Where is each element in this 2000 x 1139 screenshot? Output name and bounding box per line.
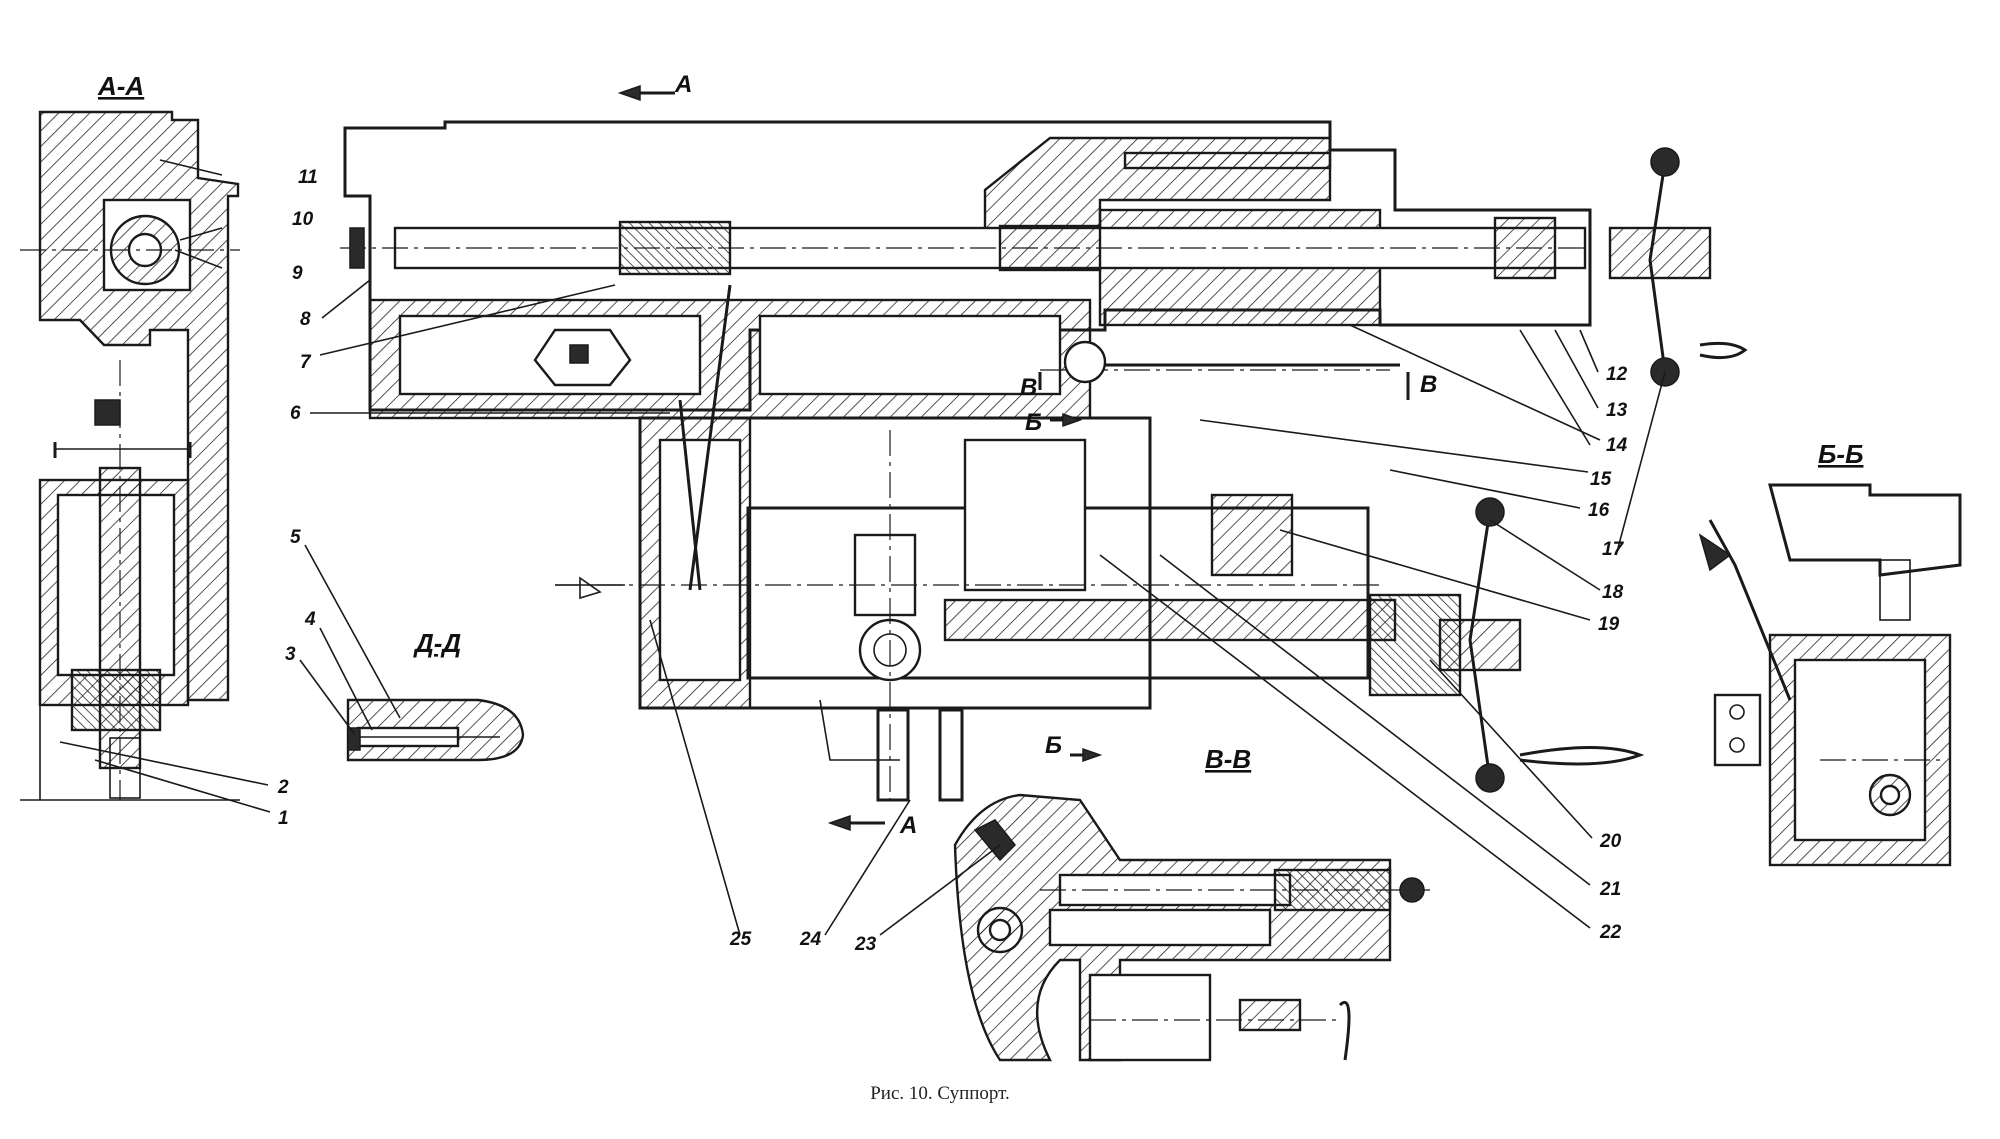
callout-16: 16	[1588, 500, 1610, 521]
callout-8: 8	[300, 309, 311, 330]
section-title-a-a: А-А	[97, 71, 144, 101]
callout-5: 5	[290, 527, 301, 548]
callout-19: 19	[1598, 614, 1620, 635]
callout-11: 11	[298, 167, 318, 188]
callout-20: 20	[1599, 831, 1622, 852]
callout-6: 6	[290, 403, 301, 424]
callout-2: 2	[277, 777, 289, 798]
callout-12: 12	[1606, 364, 1628, 385]
callout-17: 17	[1602, 539, 1625, 560]
section-marker-v-right: В	[1420, 371, 1437, 398]
figure-caption-text: Рис. 10. Суппорт.	[870, 1083, 1010, 1104]
section-v-v-view: В-В	[953, 744, 1430, 1062]
leader-lines	[59, 159, 1666, 936]
callout-21: 21	[1599, 879, 1621, 900]
callout-14: 14	[1606, 435, 1628, 456]
section-title-b-b: Б-Б	[1818, 439, 1863, 469]
section-marker-b-bottom: Б	[1045, 732, 1062, 759]
section-a-a-view: А-А	[20, 71, 240, 801]
callout-1: 1	[278, 808, 289, 829]
section-markers: А А Б Б В В	[617, 71, 1437, 839]
callout-25: 25	[729, 929, 752, 950]
section-d-d-view: Д-Д	[346, 628, 525, 762]
callout-10: 10	[292, 209, 314, 230]
section-marker-a-top: А	[674, 71, 692, 98]
callout-15: 15	[1590, 469, 1612, 490]
callout-4: 4	[304, 609, 316, 630]
callout-7: 7	[300, 352, 312, 373]
section-b-b-view: Б-Б	[1698, 439, 1962, 867]
callout-23: 23	[854, 934, 877, 955]
section-title-d-d: Д-Д	[413, 628, 461, 658]
section-marker-a-bottom: А	[899, 812, 917, 839]
callout-numbers: 1 2 3 4 5 6 7 8 9 10 11 12 13 14 15 16 1…	[277, 167, 1628, 955]
section-marker-b-top: Б	[1025, 409, 1042, 436]
figure-caption: Рис. 10. Суппорт.	[0, 1083, 2000, 1105]
main-longitudinal-view	[340, 120, 1748, 802]
section-marker-v-left: В	[1020, 374, 1037, 401]
callout-13: 13	[1606, 400, 1628, 421]
section-title-v-v: В-В	[1205, 744, 1251, 774]
callout-24: 24	[799, 929, 822, 950]
callout-9: 9	[292, 263, 303, 284]
callout-18: 18	[1602, 582, 1624, 603]
callout-3: 3	[285, 644, 296, 665]
callout-22: 22	[1599, 922, 1622, 943]
